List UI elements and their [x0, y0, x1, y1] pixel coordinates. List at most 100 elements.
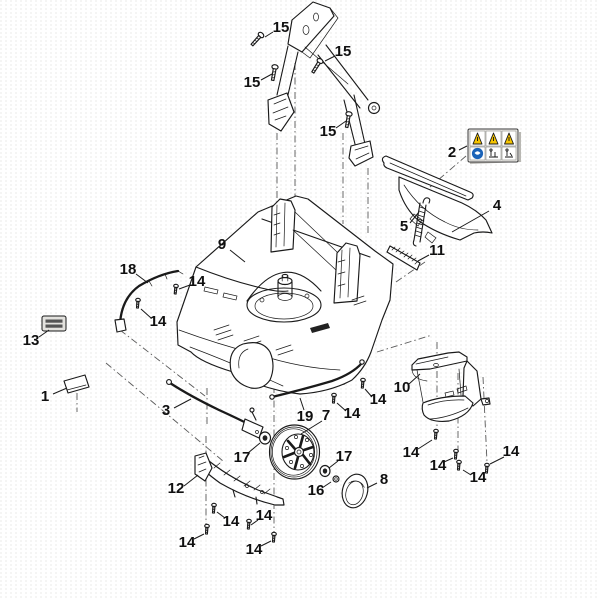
wheel — [268, 424, 321, 480]
callout-leader-line — [364, 388, 373, 398]
part-number-label: 7 — [322, 407, 330, 424]
axle-nut — [332, 475, 340, 483]
part-callout-14: 14 — [179, 533, 205, 551]
callout-leader-line — [458, 145, 468, 151]
warning-cell — [501, 146, 517, 161]
callout-leader-line — [173, 398, 192, 409]
screw-part-14 — [484, 462, 490, 474]
bushing-left — [258, 431, 272, 445]
part-callout-15: 15 — [264, 19, 290, 38]
part-number-label: 14 — [403, 444, 420, 461]
part-number-label: 12 — [168, 480, 185, 497]
callout-leader-line — [336, 402, 347, 412]
part-number-label: 18 — [120, 261, 137, 278]
part-callout-4: 4 — [451, 197, 502, 233]
part-number-label: 8 — [380, 471, 388, 488]
part-callout-18: 18 — [120, 261, 149, 284]
part-callout-14: 14 — [178, 273, 206, 290]
callout-leader-line — [140, 308, 152, 319]
screw-part-15 — [311, 57, 324, 74]
part-number-label: 4 — [493, 197, 502, 214]
part-number-label: 14 — [246, 541, 263, 558]
screw-part-14 — [360, 377, 366, 389]
callout-leader-line — [443, 457, 454, 463]
screw-part-14 — [211, 502, 217, 514]
part-number-label: 14 — [344, 405, 361, 422]
screw-part-14 — [331, 392, 337, 404]
part-number-label: 1 — [41, 388, 49, 405]
part-number-label: 14 — [223, 513, 240, 530]
bushing-right — [319, 464, 331, 478]
part-callout-14: 14 — [489, 443, 520, 465]
part-number-label: 14 — [503, 443, 520, 460]
part-number-label: 14 — [430, 457, 447, 474]
warning-labels-sticker — [467, 128, 521, 164]
bracket-eye — [367, 101, 381, 115]
tension-spring — [412, 197, 431, 247]
hub-cap — [341, 473, 369, 509]
bracket-right-foot — [348, 140, 374, 167]
name-plate — [63, 374, 90, 394]
assembly-guideline — [395, 261, 426, 283]
part-callout-9: 9 — [218, 236, 246, 263]
rear-mount-tower-right — [333, 242, 361, 304]
callout-leader-line — [260, 540, 272, 547]
part-callout-15: 15 — [320, 120, 347, 140]
part-callout-12: 12 — [168, 474, 199, 497]
part-number-label: 9 — [218, 236, 226, 253]
screw-part-14 — [456, 459, 462, 471]
part-callout-14: 14 — [403, 439, 433, 461]
part-number-label: 19 — [297, 408, 314, 425]
front-wheel-arch — [229, 342, 274, 389]
part-number-label: 14 — [189, 273, 206, 290]
part-number-label: 15 — [273, 19, 290, 36]
part-callout-14: 14 — [140, 308, 167, 330]
callout-leader-line — [408, 373, 421, 385]
callout-leader-line — [135, 273, 149, 284]
part-callout-17: 17 — [234, 442, 261, 466]
callout-leader-line — [489, 456, 505, 465]
part-callout-15: 15 — [324, 43, 352, 62]
part-number-label: 14 — [150, 313, 167, 330]
part-number-label: 5 — [400, 218, 408, 235]
fastener-screws — [135, 31, 490, 543]
bracket-left-foot — [267, 92, 295, 132]
part-callout-14: 14 — [246, 540, 272, 558]
part-callout-14: 14 — [216, 511, 240, 530]
part-number-label: 3 — [162, 402, 170, 419]
assembly-guideline — [119, 329, 206, 397]
bystander-pictogram-icon — [489, 148, 498, 158]
callout-leader-line — [178, 284, 191, 290]
part-number-label: 16 — [308, 482, 325, 499]
bumper-rail — [194, 452, 285, 506]
callout-leader-line — [417, 254, 430, 262]
callout-leader-line — [409, 211, 420, 224]
part-callout-7: 7 — [300, 407, 330, 435]
callout-leader-line — [250, 519, 259, 526]
blade-bar — [386, 245, 421, 271]
part-callout-13: 13 — [23, 329, 50, 349]
callout-leader-line — [328, 460, 339, 469]
screw-part-14 — [453, 448, 459, 460]
info-label — [41, 315, 67, 332]
part-number-label: 15 — [335, 43, 352, 60]
part-number-label: 17 — [234, 449, 251, 466]
callout-leader-line — [335, 120, 347, 129]
curved-rod — [269, 359, 365, 400]
part-number-label: 15 — [320, 123, 337, 140]
screw-part-14 — [271, 531, 277, 543]
screw-part-15 — [270, 64, 279, 82]
part-callout-17: 17 — [328, 448, 352, 469]
part-callout-14: 14 — [364, 388, 387, 408]
trim-strip — [114, 269, 184, 333]
screw-part-14 — [246, 518, 252, 530]
callout-leader-line — [324, 55, 336, 62]
screw-part-15 — [344, 111, 353, 129]
part-callout-14: 14 — [462, 469, 487, 486]
part-callout-14: 14 — [430, 457, 454, 474]
screw-part-14 — [433, 428, 439, 440]
part-callout-8: 8 — [366, 471, 388, 489]
warning-cell — [485, 146, 502, 161]
